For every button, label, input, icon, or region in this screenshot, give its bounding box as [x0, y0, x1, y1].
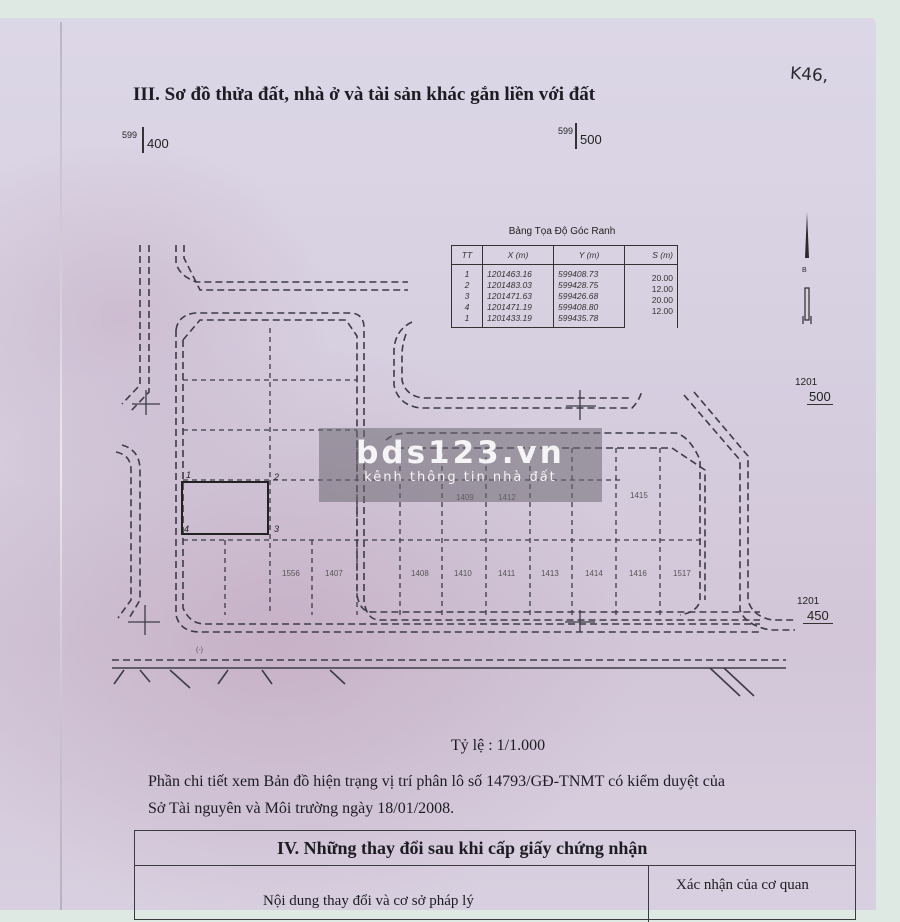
page-fold-line: [60, 22, 62, 910]
corner-coordinate-table: Bảng Tọa Độ Góc Ranh TT X (m) Y (m) S (m…: [451, 226, 678, 328]
distance-1: 20.00: [651, 273, 673, 283]
reference-note-line-2: Sở Tài nguyên và Môi trường ngày 18/01/2…: [148, 800, 455, 817]
svg-text:4: 4: [184, 524, 189, 534]
svg-text:B: B: [802, 267, 807, 274]
watermark-overlay: bds123.vn kênh thông tin nhà đất: [319, 428, 602, 502]
table-row: 1 1201433.19 599435.78: [451, 313, 678, 328]
svg-text:1414: 1414: [585, 569, 603, 578]
section-4-table: IV. Những thay đổi sau khi cấp giấy chứn…: [134, 830, 856, 922]
svg-text:1408: 1408: [411, 569, 429, 578]
svg-text:1413: 1413: [541, 569, 559, 578]
column-divider: [648, 866, 649, 922]
distance-3: 20.00: [651, 295, 673, 305]
svg-text:1416: 1416: [629, 569, 647, 578]
map-scale: Tỷ lệ : 1/1.000: [450, 737, 546, 754]
table-row: 1 1201463.16 599408.73 20.00 12.00 20.00…: [451, 264, 678, 328]
svg-text:2: 2: [273, 472, 279, 482]
header-s: S (m): [624, 245, 678, 265]
header-tt: TT: [451, 245, 483, 265]
svg-text:3: 3: [274, 524, 279, 534]
table-row: 2 1201483.03 599428.75: [451, 280, 678, 291]
distance-4: 12.00: [651, 306, 673, 316]
header-x: X (m): [482, 245, 554, 265]
distance-2: 12.00: [651, 284, 673, 294]
table-row: 3 1201471.63 599426.68: [451, 291, 678, 302]
section-3-title: III. Sơ đồ thửa đất, nhà ở và tài sản kh…: [133, 84, 596, 105]
watermark-brand: bds123.vn: [356, 435, 565, 471]
reference-note-line-1: Phần chi tiết xem Bản đồ hiện trạng vị t…: [148, 773, 725, 790]
svg-text:1517: 1517: [673, 569, 691, 578]
section-4-title: IV. Những thay đổi sau khi cấp giấy chứn…: [135, 831, 855, 866]
corner-table-title: Bảng Tọa Độ Góc Ranh: [508, 226, 616, 237]
north-arrow-icon: B: [802, 212, 812, 324]
column-header-change-content: Nội dung thay đổi và cơ sở pháp lý: [263, 893, 474, 909]
column-header-confirmation: Xác nhận của cơ quan: [676, 877, 809, 893]
svg-text:1410: 1410: [454, 569, 472, 578]
svg-text:1556: 1556: [282, 569, 300, 578]
watermark-tagline: kênh thông tin nhà đất: [364, 470, 557, 485]
svg-text:1411: 1411: [498, 569, 516, 578]
table-row: 4 1201471.19 599408.80: [451, 302, 678, 313]
header-y: Y (m): [553, 245, 625, 265]
svg-text:(-): (-): [196, 647, 203, 654]
svg-text:1415: 1415: [630, 491, 648, 500]
svg-text:1407: 1407: [325, 569, 343, 578]
reference-note: Phần chi tiết xem Bản đồ hiện trạng vị t…: [148, 768, 848, 822]
highlighted-parcel: [181, 481, 269, 535]
svg-text:1: 1: [186, 470, 191, 480]
